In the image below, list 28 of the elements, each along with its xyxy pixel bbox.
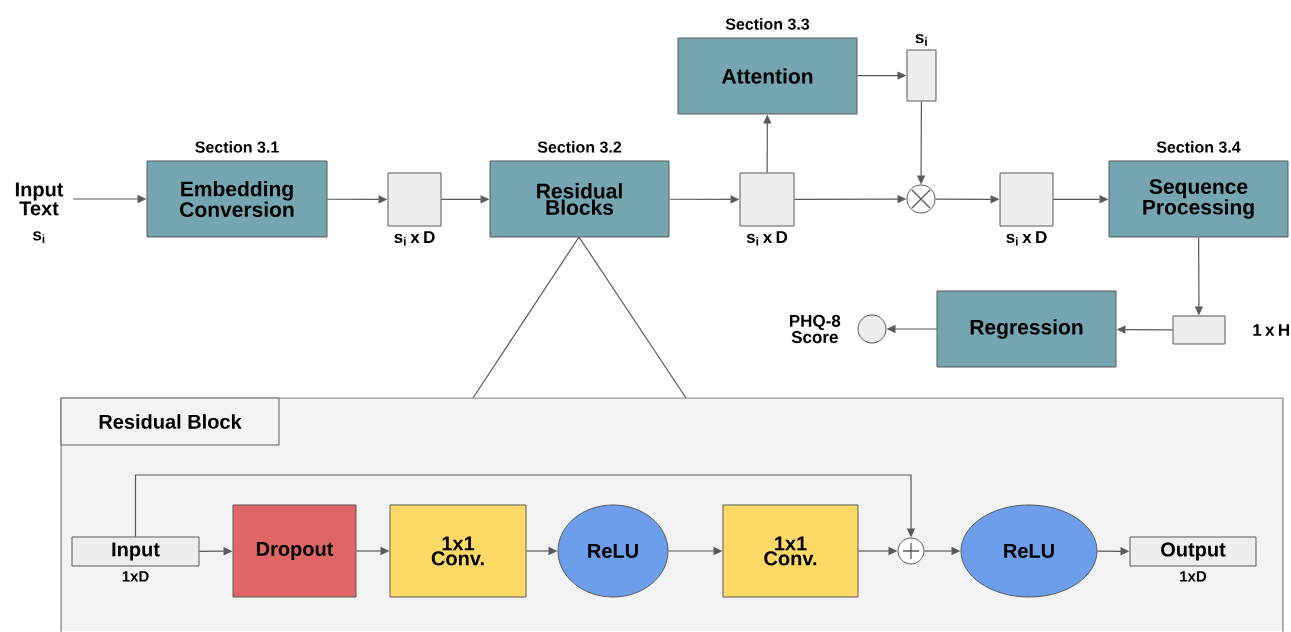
size-label: s$_{i}$ x D: [394, 231, 435, 246]
process-box: Embedding Conversion: [146, 160, 328, 238]
size-label: s$_{i}$: [33, 231, 45, 243]
size-label: 1xD: [1180, 571, 1207, 582]
size-label: 1 x H: [1253, 324, 1289, 336]
input-box: Input: [71, 536, 200, 567]
section-heading: Section 3.1: [195, 141, 279, 153]
layer-box: 1x1 Conv.: [389, 504, 527, 598]
section-heading: Section 3.2: [537, 141, 622, 153]
size-label: s$_{i}$ x D: [1006, 231, 1047, 246]
section-heading: Section 3.4: [1156, 141, 1241, 153]
process-box: Sequence Processing: [1108, 160, 1289, 238]
process-box: Attention: [677, 37, 858, 115]
size-label: 1xD: [122, 571, 149, 582]
process-box: Regression: [936, 290, 1117, 368]
multiply-symbol: [906, 184, 936, 214]
input-label: Input Text: [15, 182, 64, 216]
process-box: Residual Blocks: [489, 160, 670, 238]
size-label: s$_{i}$: [915, 33, 927, 46]
panel-tab: Residual Block: [60, 397, 280, 446]
output-box: Output: [1129, 536, 1257, 567]
section-heading: Section 3.3: [725, 18, 810, 30]
size-label: PHQ-8 Score: [789, 314, 841, 344]
arrow: [134, 474, 916, 538]
size-label: s$_{i}$ x D: [746, 231, 788, 246]
layer-box: Dropout: [232, 504, 357, 598]
add-symbol: [897, 537, 925, 565]
layer-box: 1x1 Conv.: [722, 504, 859, 598]
